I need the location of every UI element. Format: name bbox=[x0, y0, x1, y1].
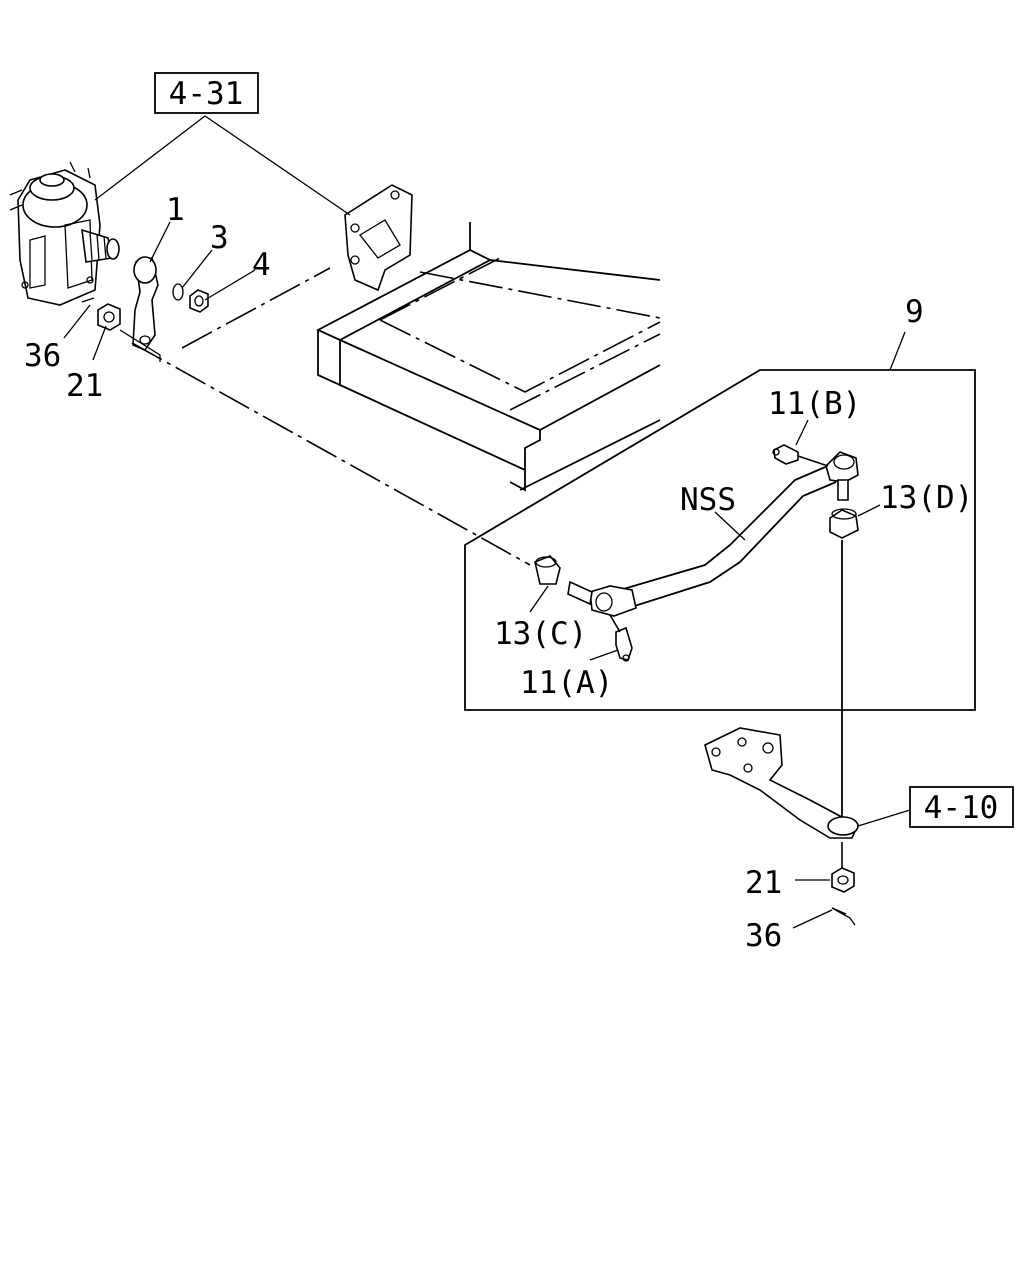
callout-3: 3 bbox=[210, 220, 229, 256]
cotter-pin-top bbox=[81, 297, 95, 303]
callout-nss: NSS bbox=[680, 482, 736, 518]
tie-rod bbox=[619, 464, 837, 609]
callout-4: 4 bbox=[252, 247, 271, 283]
castle-nut-bottom bbox=[831, 867, 855, 893]
tie-rod-end-right bbox=[825, 451, 859, 501]
callout-9: 9 bbox=[905, 294, 924, 330]
tie-rod-end-left bbox=[567, 580, 637, 617]
callout-21-bottom: 21 bbox=[745, 865, 782, 901]
dust-boot-d bbox=[829, 508, 859, 539]
ref-4-31-label: 4-31 bbox=[169, 76, 244, 112]
callout-13d: 13(D) bbox=[880, 480, 973, 516]
ref-box-4-31: 4-31 bbox=[154, 72, 259, 114]
pitman-arm bbox=[132, 256, 159, 351]
castle-nut-top bbox=[97, 303, 121, 331]
grease-nipple-b bbox=[772, 444, 799, 465]
lock-washer bbox=[172, 283, 184, 301]
steering-gear-box bbox=[9, 161, 120, 306]
callout-36-bottom: 36 bbox=[745, 918, 782, 954]
callout-11a: 11(A) bbox=[520, 665, 613, 701]
grease-nipple-a bbox=[615, 626, 633, 662]
knuckle-arm bbox=[704, 727, 860, 839]
callout-21-top: 21 bbox=[66, 368, 103, 404]
frame-rail bbox=[315, 222, 661, 492]
ref-box-4-10: 4-10 bbox=[909, 786, 1014, 828]
callout-36-top: 36 bbox=[24, 338, 61, 374]
nut-top bbox=[189, 289, 209, 313]
frame-bracket bbox=[344, 184, 413, 292]
cotter-pin-bottom bbox=[831, 907, 856, 926]
callout-11b: 11(B) bbox=[768, 386, 861, 422]
ref-4-10-label: 4-10 bbox=[924, 790, 999, 826]
dust-boot-c bbox=[534, 555, 561, 585]
callout-1: 1 bbox=[166, 192, 185, 228]
callout-13c: 13(C) bbox=[494, 616, 587, 652]
